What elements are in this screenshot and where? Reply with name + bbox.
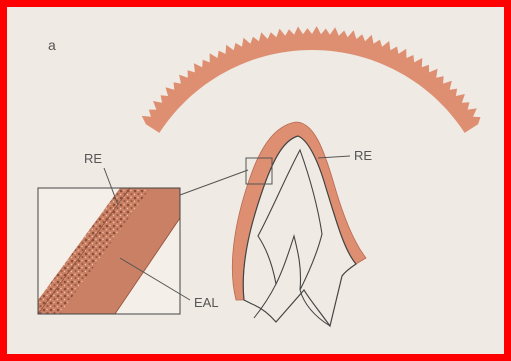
label-re-tooth: RE	[354, 148, 372, 163]
tooth-inner-outline	[254, 284, 330, 326]
tooth-enamel-layer	[232, 122, 366, 300]
panel-letter: a	[48, 37, 56, 53]
inset-magnification	[38, 188, 180, 314]
label-eal: EAL	[194, 295, 219, 310]
connector-line	[180, 170, 248, 195]
serrated-enamel-arc	[142, 26, 481, 133]
label-re-inset: RE	[84, 151, 102, 166]
tooth-crown	[232, 122, 366, 326]
